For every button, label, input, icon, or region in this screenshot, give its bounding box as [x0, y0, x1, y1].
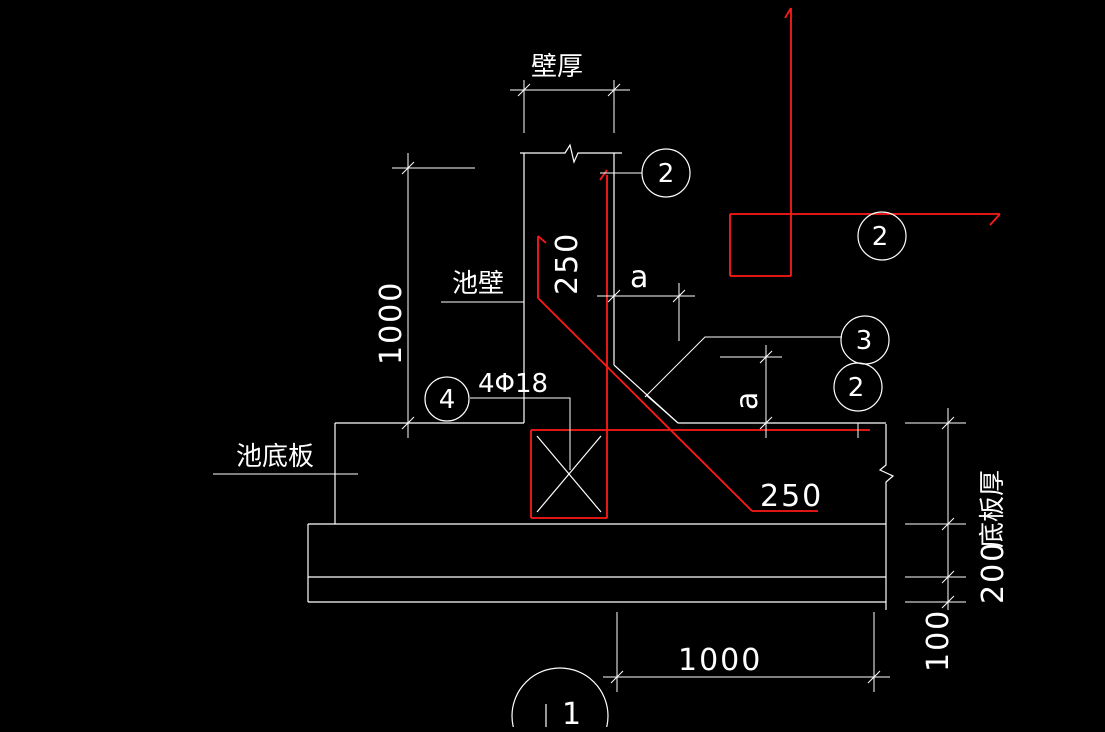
rebar [530, 7, 1001, 519]
label-wall-thickness: 壁厚 [531, 52, 583, 82]
callout-1-bottom: 1 [511, 667, 609, 732]
leader-callout-3 [644, 336, 842, 398]
dim-1000-horizontal [603, 612, 890, 692]
label-pool-bottom-slab: 池底板 [236, 442, 314, 472]
callout-2-right-top-text: 2 [872, 222, 889, 252]
leader-callout-4 [470, 397, 571, 470]
callout-1-bottom-text: 1 [562, 697, 583, 727]
callout-4-text: 4 [439, 385, 456, 415]
wall-outline [520, 143, 622, 423]
dim-1000-vertical-text: 1000 [374, 281, 409, 365]
label-slab-thickness: 底板厚 [978, 470, 1008, 548]
corner-bars-x [536, 435, 602, 513]
label-bar-spec: 4Φ18 [478, 369, 548, 399]
dim-1000-vertical [392, 153, 475, 438]
callout-2-right: 2 [833, 362, 883, 412]
callout-4: 4 [424, 376, 470, 422]
leader-callout-2-right [645, 394, 859, 438]
dim-a-right-text: a [730, 390, 765, 410]
callout-3: 3 [840, 315, 890, 365]
dim-wall-thickness [510, 80, 630, 133]
callout-2-right-top: 2 [857, 211, 907, 261]
callout-2-top-text: 2 [658, 159, 675, 189]
dim-100-text: 100 [921, 609, 956, 672]
dim-a-top-text: a [630, 260, 650, 295]
label-pool-wall: 池壁 [452, 269, 504, 299]
dim-a-horizontal [597, 283, 695, 341]
slab-outline [307, 422, 895, 610]
dim-250-vertical-text: 250 [550, 232, 585, 295]
dim-slab-thickness [905, 408, 966, 610]
dim-250-horizontal-text: 250 [760, 479, 823, 514]
callout-2-top: 2 [641, 148, 691, 198]
callout-3-text: 3 [856, 326, 873, 356]
dim-200-text: 200 [976, 541, 1011, 604]
callout-2-right-text: 2 [848, 373, 865, 403]
dim-1000-horizontal-text: 1000 [678, 643, 762, 678]
